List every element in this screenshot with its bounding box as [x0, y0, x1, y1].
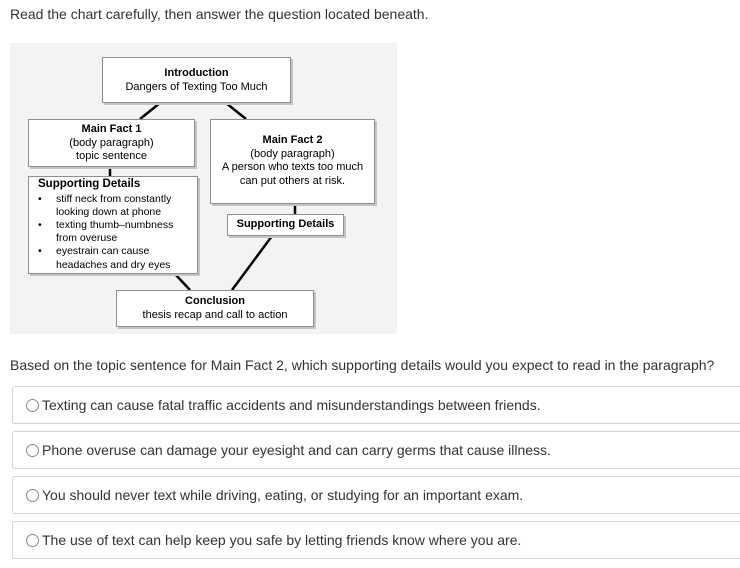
- radio-button-icon[interactable]: [26, 398, 39, 412]
- instruction-text: Read the chart carefully, then answer th…: [10, 6, 429, 22]
- main-fact-2-title: Main Fact 2: [262, 134, 323, 146]
- answer-option-label: Texting can cause fatal traffic accident…: [42, 397, 541, 413]
- answer-option-label: You should never text while driving, eat…: [42, 487, 524, 503]
- main-fact-2-line2: A person who texts too much: [221, 161, 364, 173]
- connector-intro-mf1: [139, 102, 161, 120]
- radio-button-icon[interactable]: [26, 443, 39, 457]
- conclusion-box: Conclusion thesis recap and call to acti…: [116, 290, 314, 327]
- radio-button-icon[interactable]: [26, 533, 39, 547]
- answer-option-label: Phone overuse can damage your eyesight a…: [42, 442, 551, 458]
- supporting-detail-item: eyestrain can cause headaches and dry ey…: [38, 245, 193, 271]
- conclusion-subtitle: thesis recap and call to action: [142, 308, 288, 321]
- essay-structure-diagram: Introduction Dangers of Texting Too Much…: [10, 43, 397, 334]
- supporting-details-2-title: Supporting Details: [236, 218, 335, 230]
- supporting-detail-item: stiff neck from constantly looking down …: [38, 193, 193, 219]
- answer-option-1[interactable]: Texting can cause fatal traffic accident…: [12, 386, 740, 424]
- radio-button-icon[interactable]: [26, 488, 39, 502]
- connector-intro-mf2: [225, 102, 247, 120]
- answer-option-2[interactable]: Phone overuse can damage your eyesight a…: [12, 431, 740, 469]
- conclusion-title: Conclusion: [185, 295, 245, 307]
- answer-option-4[interactable]: The use of text can help keep you safe b…: [12, 521, 740, 559]
- main-fact-2-box: Main Fact 2 (body paragraph) A person wh…: [210, 119, 375, 204]
- main-fact-2-line3: can put others at risk.: [239, 174, 346, 187]
- supporting-details-list: stiff neck from constantly looking down …: [38, 193, 193, 272]
- main-fact-1-title: Main Fact 1: [81, 123, 142, 135]
- main-fact-1-line1: (body paragraph): [69, 136, 154, 149]
- introduction-title: Introduction: [164, 67, 229, 79]
- connector-lines: [108, 102, 297, 291]
- supporting-details-2-box: Supporting Details: [227, 214, 344, 236]
- supporting-details-1-box: Supporting Details stiff neck from const…: [28, 176, 198, 274]
- main-fact-1-box: Main Fact 1 (body paragraph) topic sente…: [28, 119, 195, 167]
- connector-sd1-conclusion: [174, 273, 191, 291]
- main-fact-1-line2: topic sentence: [76, 150, 147, 162]
- answer-option-3[interactable]: You should never text while driving, eat…: [12, 476, 740, 514]
- supporting-details-1-title: Supporting Details: [38, 178, 141, 190]
- main-fact-2-line1: (body paragraph): [250, 147, 335, 160]
- connector-sd2-conclusion: [230, 235, 274, 291]
- introduction-box: Introduction Dangers of Texting Too Much: [102, 57, 291, 103]
- introduction-subtitle: Dangers of Texting Too Much: [125, 80, 268, 93]
- supporting-detail-item: texting thumb–numbness from overuse: [38, 219, 193, 245]
- question-text: Based on the topic sentence for Main Fac…: [10, 357, 715, 373]
- answer-option-label: The use of text can help keep you safe b…: [42, 532, 522, 548]
